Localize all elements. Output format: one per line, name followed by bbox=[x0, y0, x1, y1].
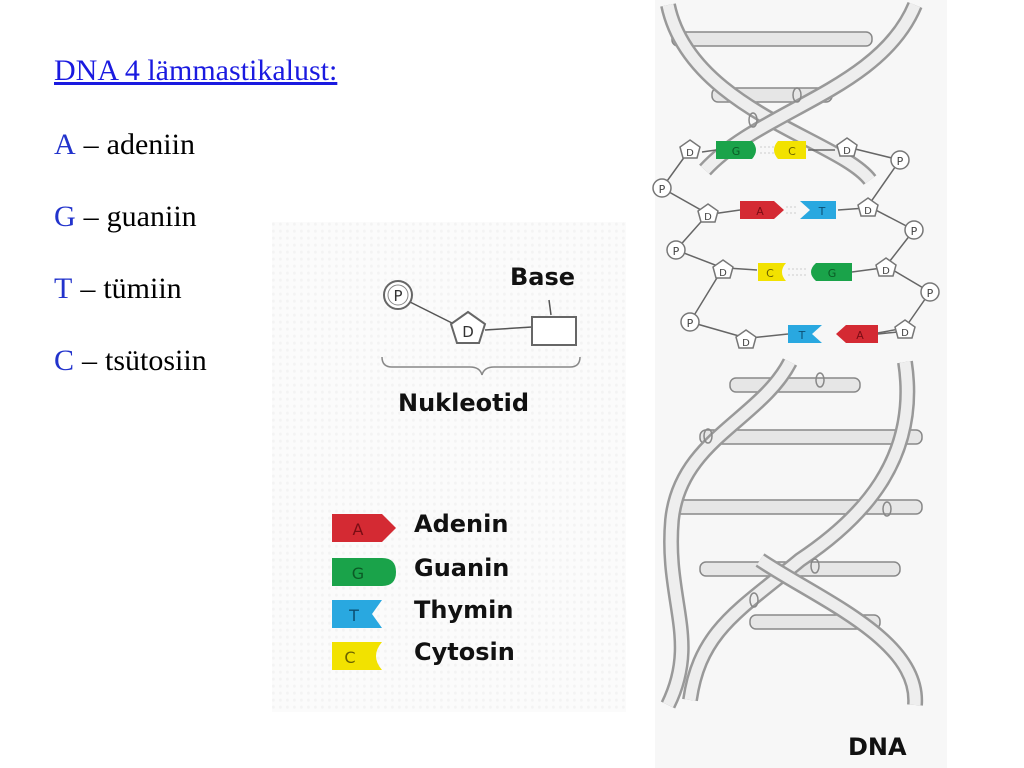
sugar-label: D bbox=[462, 323, 474, 341]
cytosine-tag-icon bbox=[758, 263, 786, 281]
svg-text:P: P bbox=[687, 317, 694, 330]
sugar-pentagon-icon bbox=[449, 310, 487, 344]
nucleotide-brace bbox=[381, 356, 581, 376]
dna-double-helix: P P P P P P D D D D D D D D G C bbox=[652, 0, 947, 768]
phosphate-icon bbox=[920, 282, 940, 302]
thymine-tag-icon bbox=[788, 325, 822, 343]
svg-text:P: P bbox=[673, 245, 680, 258]
legend-label: Thymin bbox=[414, 596, 514, 624]
base-box-icon bbox=[531, 316, 577, 346]
adenine-tag-icon: A bbox=[332, 514, 396, 542]
base-name: adeniin bbox=[106, 128, 195, 161]
base-letter: T bbox=[54, 272, 73, 305]
base-pair-4: T A bbox=[788, 325, 878, 343]
base-line-guanine: G–guaniin bbox=[54, 200, 197, 233]
legend-item-adenin: A Adenin bbox=[330, 508, 560, 548]
legend-item-cytosin: C Cytosin bbox=[330, 636, 560, 676]
dna-label: DNA bbox=[848, 733, 907, 761]
sugar-icon bbox=[875, 257, 897, 277]
thymine-tag-icon: T bbox=[332, 600, 382, 628]
legend-label: Guanin bbox=[414, 554, 510, 582]
svg-text:C: C bbox=[766, 267, 774, 280]
base-letter: G bbox=[54, 200, 76, 233]
svg-text:C: C bbox=[788, 145, 796, 158]
svg-text:A: A bbox=[353, 520, 364, 539]
base-pair-1: G C bbox=[716, 141, 806, 159]
base-line-thymine: T–tümiin bbox=[54, 272, 182, 305]
sugar-icon bbox=[712, 259, 734, 279]
sugar-icon bbox=[679, 139, 701, 159]
svg-text:D: D bbox=[686, 148, 694, 159]
base-name: tsütosiin bbox=[105, 344, 207, 377]
base-name: guaniin bbox=[106, 200, 197, 233]
svg-text:P: P bbox=[927, 287, 934, 300]
svg-text:A: A bbox=[756, 205, 764, 218]
sugar-icon bbox=[735, 329, 757, 349]
phosphate-icon bbox=[652, 178, 672, 198]
svg-text:D: D bbox=[719, 268, 727, 279]
base-pair-3: C G bbox=[758, 263, 852, 281]
thymine-tag-icon bbox=[800, 201, 836, 219]
base-line-adenine: A–adeniin bbox=[54, 128, 195, 161]
svg-text:D: D bbox=[843, 146, 851, 157]
phosphate-icon bbox=[680, 312, 700, 332]
phosphate-label: P bbox=[393, 287, 402, 305]
base-name: tümiin bbox=[103, 272, 182, 305]
nucleotide-caption: Nukleotid bbox=[398, 389, 530, 417]
base-pointer-line bbox=[548, 299, 552, 316]
ladder-sugars: D D D D D D D D bbox=[679, 137, 916, 349]
adenine-tag-icon bbox=[836, 325, 878, 343]
nucleotide-graphic: P D bbox=[381, 280, 581, 376]
adenine-tag-icon bbox=[740, 201, 784, 219]
svg-text:A: A bbox=[856, 329, 864, 342]
base-letter: A bbox=[54, 128, 76, 161]
cytosine-tag-icon: C bbox=[332, 642, 382, 670]
svg-text:P: P bbox=[911, 225, 918, 238]
sugar-icon bbox=[836, 137, 858, 157]
svg-text:T: T bbox=[348, 606, 359, 625]
phosphate-icon bbox=[904, 220, 924, 240]
guanine-tag-icon bbox=[811, 263, 852, 281]
legend-label: Adenin bbox=[414, 510, 509, 538]
ladder-phosphates: P P P P P P bbox=[652, 150, 940, 332]
svg-text:D: D bbox=[882, 266, 890, 277]
svg-text:G: G bbox=[352, 564, 364, 583]
svg-text:D: D bbox=[742, 338, 750, 349]
slide-title: DNA 4 lämmastikalust: bbox=[54, 54, 338, 87]
svg-text:D: D bbox=[864, 206, 872, 217]
sugar-base-bond bbox=[484, 326, 533, 331]
svg-text:T: T bbox=[818, 205, 826, 218]
svg-text:T: T bbox=[798, 329, 806, 342]
svg-text:P: P bbox=[659, 183, 666, 196]
svg-text:G: G bbox=[732, 145, 741, 158]
base-line-cytosine: C–tsütosiin bbox=[54, 344, 207, 377]
phosphate-icon bbox=[666, 240, 686, 260]
cytosine-tag-icon bbox=[774, 141, 806, 159]
guanine-tag-icon bbox=[716, 141, 756, 159]
svg-text:D: D bbox=[704, 212, 712, 223]
svg-text:C: C bbox=[344, 648, 355, 667]
base-label: Base bbox=[510, 263, 576, 291]
svg-text:D: D bbox=[901, 328, 909, 339]
sugar-icon bbox=[894, 319, 916, 339]
guanine-tag-icon: G bbox=[332, 558, 396, 586]
base-pair-2: A T bbox=[740, 201, 836, 219]
diagram-panel-background bbox=[272, 222, 626, 712]
legend-item-guanin: G Guanin bbox=[330, 552, 560, 592]
sugar-icon bbox=[857, 197, 879, 217]
legend-label: Cytosin bbox=[414, 638, 515, 666]
phosphate-icon bbox=[890, 150, 910, 170]
nucleotide-diagram: P D Base Nukleotid bbox=[370, 255, 600, 430]
base-letter: C bbox=[54, 344, 75, 377]
svg-text:P: P bbox=[897, 155, 904, 168]
legend-item-thymin: T Thymin bbox=[330, 594, 560, 634]
svg-text:G: G bbox=[828, 267, 837, 280]
sugar-icon bbox=[697, 203, 719, 223]
